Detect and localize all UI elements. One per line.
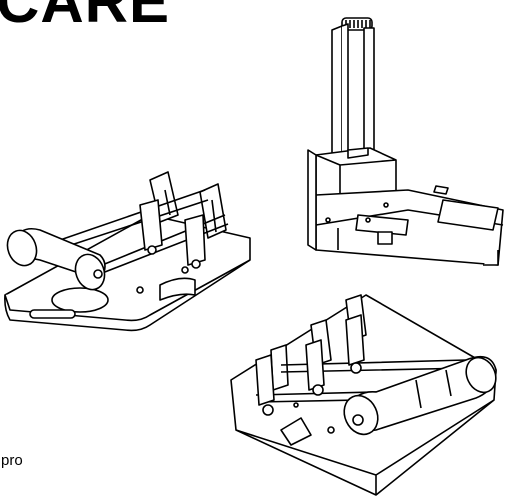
corner-punch-tool-illustration <box>307 17 504 266</box>
three-hole-punch-illustration <box>230 294 497 496</box>
caption-text: pro <box>1 452 23 469</box>
two-hole-punch-illustration <box>4 171 251 332</box>
page-heading: CARE <box>0 0 171 35</box>
